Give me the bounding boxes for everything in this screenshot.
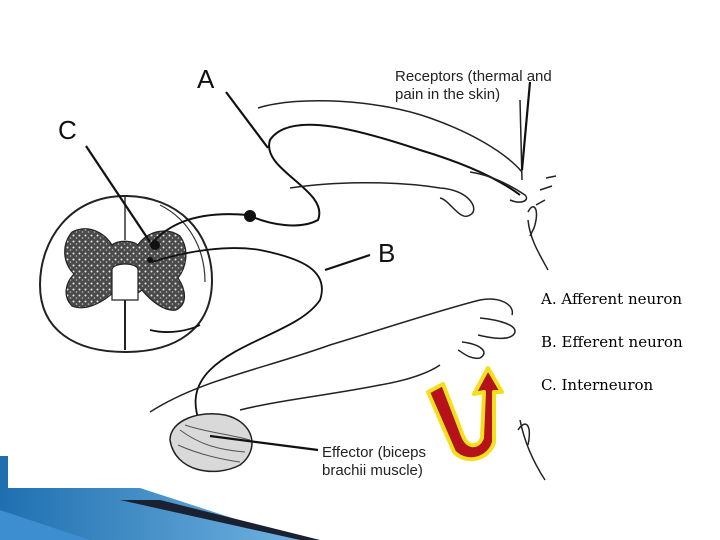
key-interneuron: C. Interneuron (541, 376, 654, 394)
label-c: C (58, 115, 77, 145)
spinal-cord-cross-section (38, 194, 214, 354)
effector-caption: Effector (biceps brachii muscle) (322, 444, 426, 479)
label-leader-lines (85, 81, 532, 452)
label-b: B (378, 238, 396, 268)
receptors-caption: Receptors (thermal and pain in the skin) (395, 68, 552, 103)
effector-arm-sketch (149, 298, 546, 481)
label-a: A (197, 64, 215, 94)
afferent-neuron-path (149, 123, 521, 246)
biceps-muscle (169, 413, 253, 473)
key-efferent: B. Efferent neuron (541, 333, 683, 351)
footer-decoration (0, 456, 320, 540)
key-afferent: A. Afferent neuron (541, 290, 683, 308)
efferent-neuron-path (149, 247, 323, 426)
reflex-direction-arrow (426, 366, 504, 462)
sensory-arm-sketch (257, 99, 557, 271)
